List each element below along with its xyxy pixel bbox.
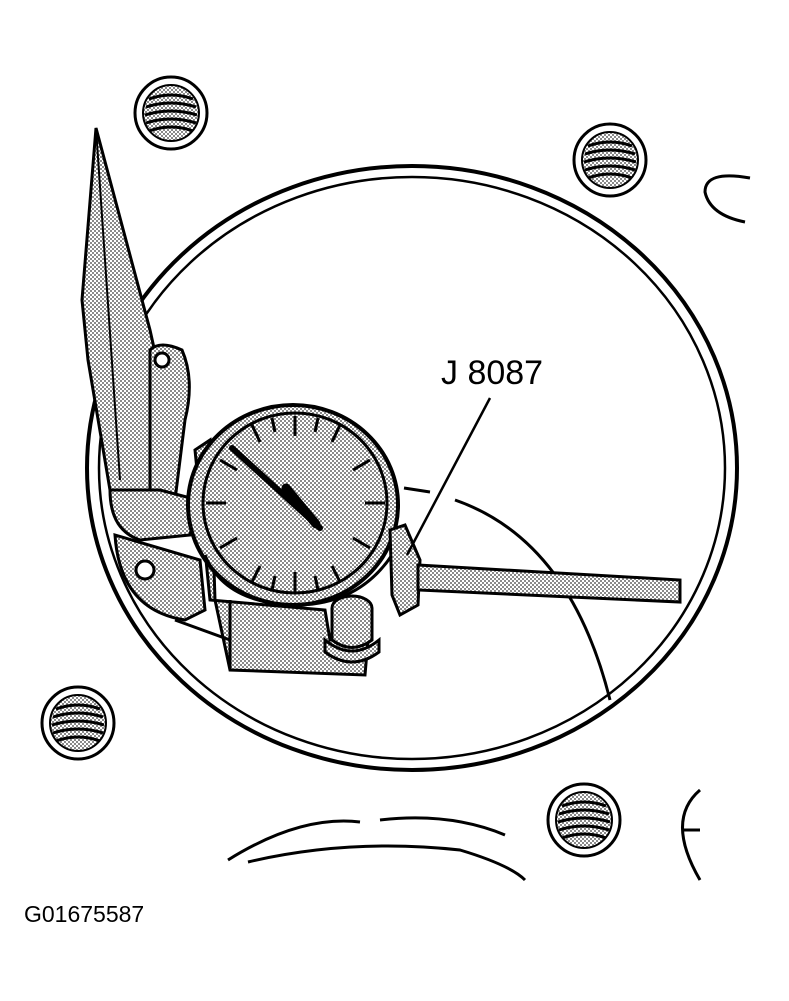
cylinder-bore	[85, 164, 739, 772]
bottom-contours	[227, 816, 527, 882]
threaded-hole-icon	[572, 122, 648, 198]
fixture-body	[108, 343, 370, 677]
adjustment-knob	[323, 594, 381, 664]
threaded-hole-icon	[546, 782, 622, 858]
callout-leader	[405, 397, 492, 556]
inner-arc-short	[403, 486, 431, 494]
dial-indicator-icon	[186, 403, 400, 607]
plunger-assembly	[388, 523, 682, 618]
inner-arc	[454, 498, 612, 701]
tool-callout-label: J 8087	[441, 354, 544, 392]
figure-id: G01675587	[24, 901, 145, 927]
edge-arc-bottom-right	[681, 788, 702, 881]
edge-arc-top-right	[703, 174, 751, 224]
threaded-hole-icon	[40, 685, 116, 761]
threaded-hole-icon	[133, 75, 209, 151]
